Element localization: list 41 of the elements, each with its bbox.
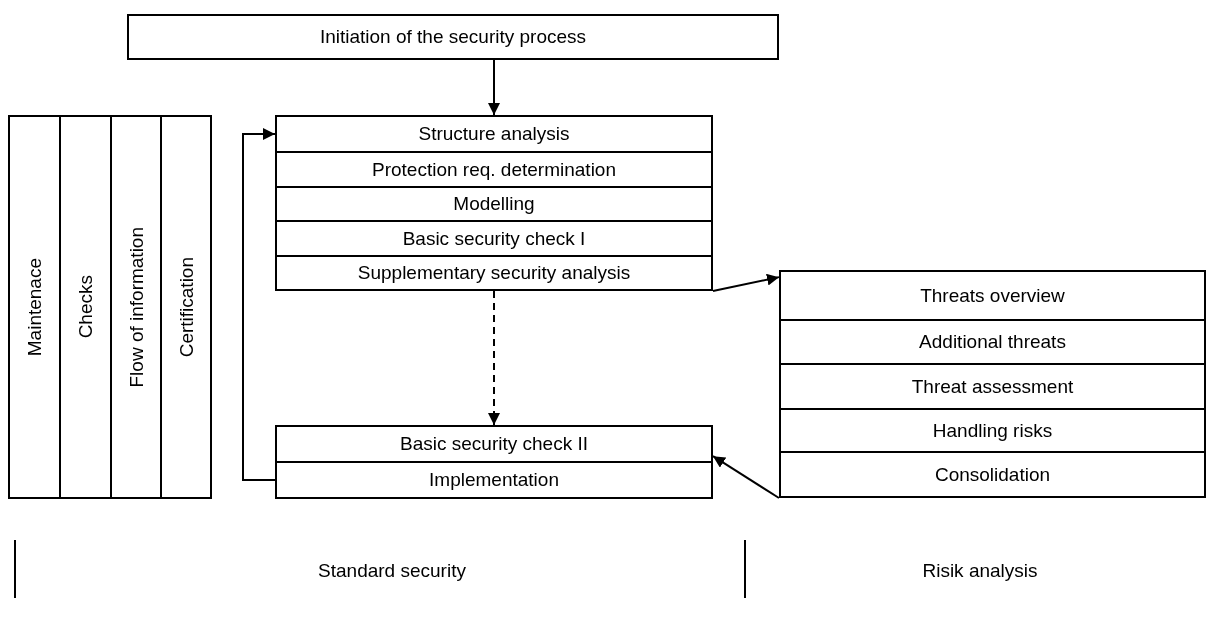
process-box bbox=[275, 151, 713, 188]
box-text: Handling risks bbox=[932, 418, 1053, 443]
process-box bbox=[275, 425, 713, 463]
vertical-box bbox=[8, 115, 61, 499]
arrow bbox=[712, 273, 780, 292]
box-text: Modelling bbox=[453, 192, 535, 216]
box-text: Certification bbox=[176, 256, 196, 358]
process-box bbox=[275, 115, 713, 153]
section-label: Standard security bbox=[318, 559, 466, 583]
box-text: Implementation bbox=[429, 468, 559, 492]
box-text: Structure analysis bbox=[418, 122, 570, 146]
process-box bbox=[275, 255, 713, 291]
process-box bbox=[275, 186, 713, 222]
box-text: Initiation of the security process bbox=[319, 25, 587, 49]
process-box bbox=[275, 461, 713, 499]
box-text: Supplementary security analysis bbox=[357, 261, 631, 285]
section-label: Risik analysis bbox=[922, 559, 1038, 583]
box-text: Flow of information bbox=[126, 226, 146, 388]
box-text: Threat assessment bbox=[911, 374, 1074, 399]
box-text: Checks bbox=[76, 275, 95, 339]
vertical-box bbox=[59, 115, 112, 499]
vertical-box bbox=[160, 115, 212, 499]
process-box bbox=[779, 319, 1206, 365]
box-text: Maintenace bbox=[25, 257, 44, 357]
process-box bbox=[779, 270, 1206, 321]
box-text: Protection req. determination bbox=[372, 157, 616, 182]
box-text: Additional threats bbox=[919, 330, 1066, 354]
arrow bbox=[488, 59, 500, 116]
box-text: Basic security check II bbox=[400, 432, 588, 456]
arrow bbox=[712, 455, 780, 499]
arrow bbox=[488, 290, 500, 426]
process-box bbox=[779, 363, 1206, 410]
process-box bbox=[779, 451, 1206, 498]
vertical-box bbox=[110, 115, 162, 499]
box-text: Consolidation bbox=[934, 462, 1051, 487]
process-box bbox=[779, 408, 1206, 453]
box-text: Basic security check I bbox=[402, 226, 586, 251]
box-text: Threats overview bbox=[920, 283, 1065, 308]
process-box bbox=[127, 14, 779, 60]
process-box bbox=[275, 220, 713, 257]
arrow bbox=[242, 128, 276, 481]
